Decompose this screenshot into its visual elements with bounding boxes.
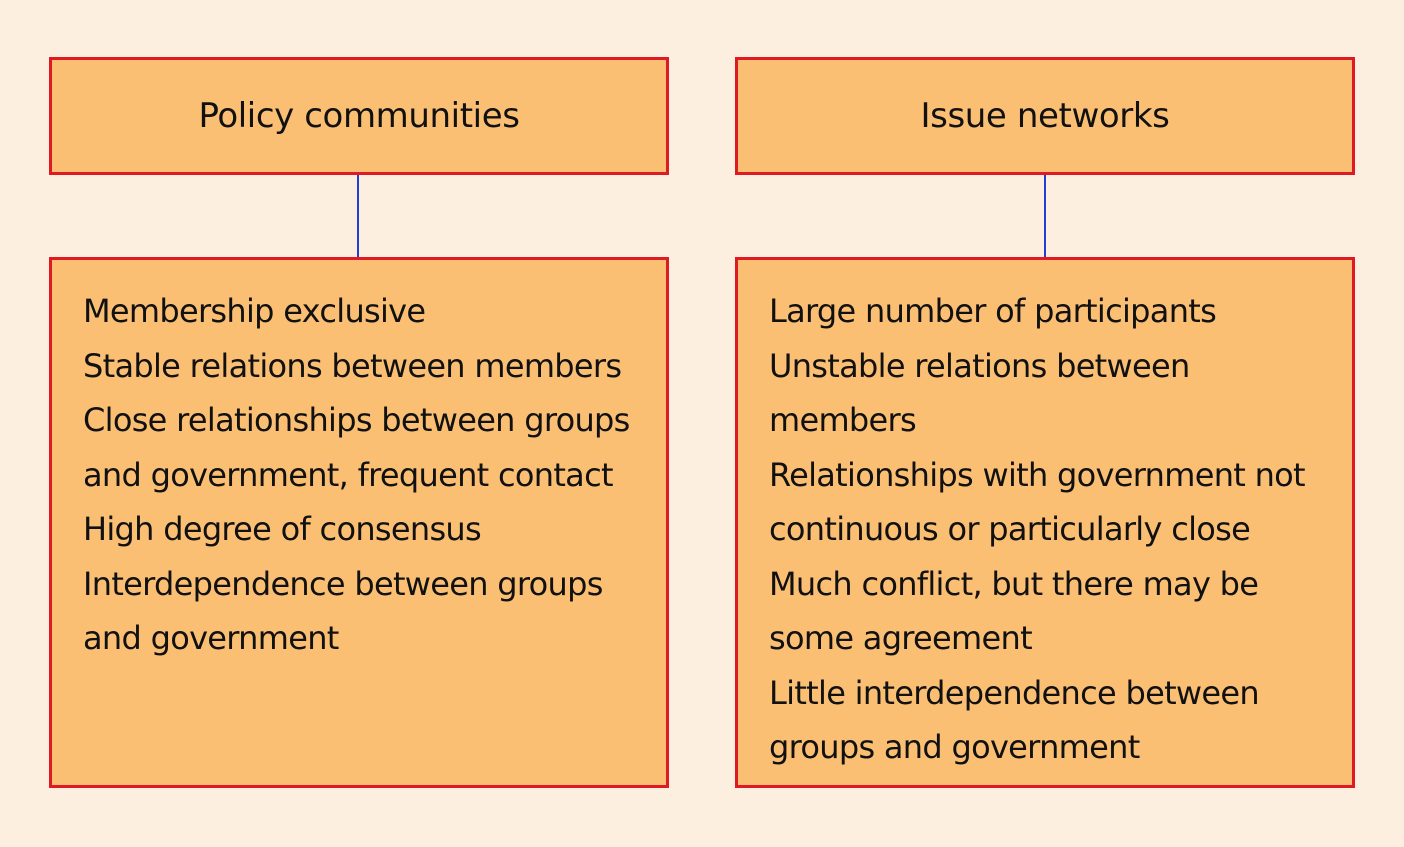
list-item: Relationships with government not contin… (769, 455, 1306, 549)
policy-communities-header: Policy communities (49, 57, 669, 175)
list-item: Large number of participants (769, 292, 1217, 330)
policy-communities-title: Policy communities (198, 96, 520, 136)
list-item: Stable relations between members (83, 346, 622, 385)
left-connector-line (357, 175, 359, 257)
right-connector-line (1044, 175, 1046, 257)
policy-communities-list: Membership exclusive Stable relations be… (83, 284, 656, 666)
list-item: Much conflict, but there may be some agr… (769, 564, 1259, 658)
list-item: Membership exclusive (83, 292, 426, 330)
issue-networks-list: Large number of participants Unstable re… (769, 284, 1342, 775)
policy-communities-details: Membership exclusive Stable relations be… (49, 257, 669, 788)
list-item: Little interdependence between groups an… (769, 673, 1260, 767)
list-item: Interdependence between groups and gover… (83, 564, 603, 658)
list-item: High degree of consensus (83, 510, 482, 548)
issue-networks-title: Issue networks (920, 96, 1170, 136)
list-item: Unstable relations between members (769, 346, 1190, 440)
issue-networks-details: Large number of participants Unstable re… (735, 257, 1355, 788)
issue-networks-header: Issue networks (735, 57, 1355, 175)
list-item: Close relationships between groups and g… (83, 401, 630, 494)
